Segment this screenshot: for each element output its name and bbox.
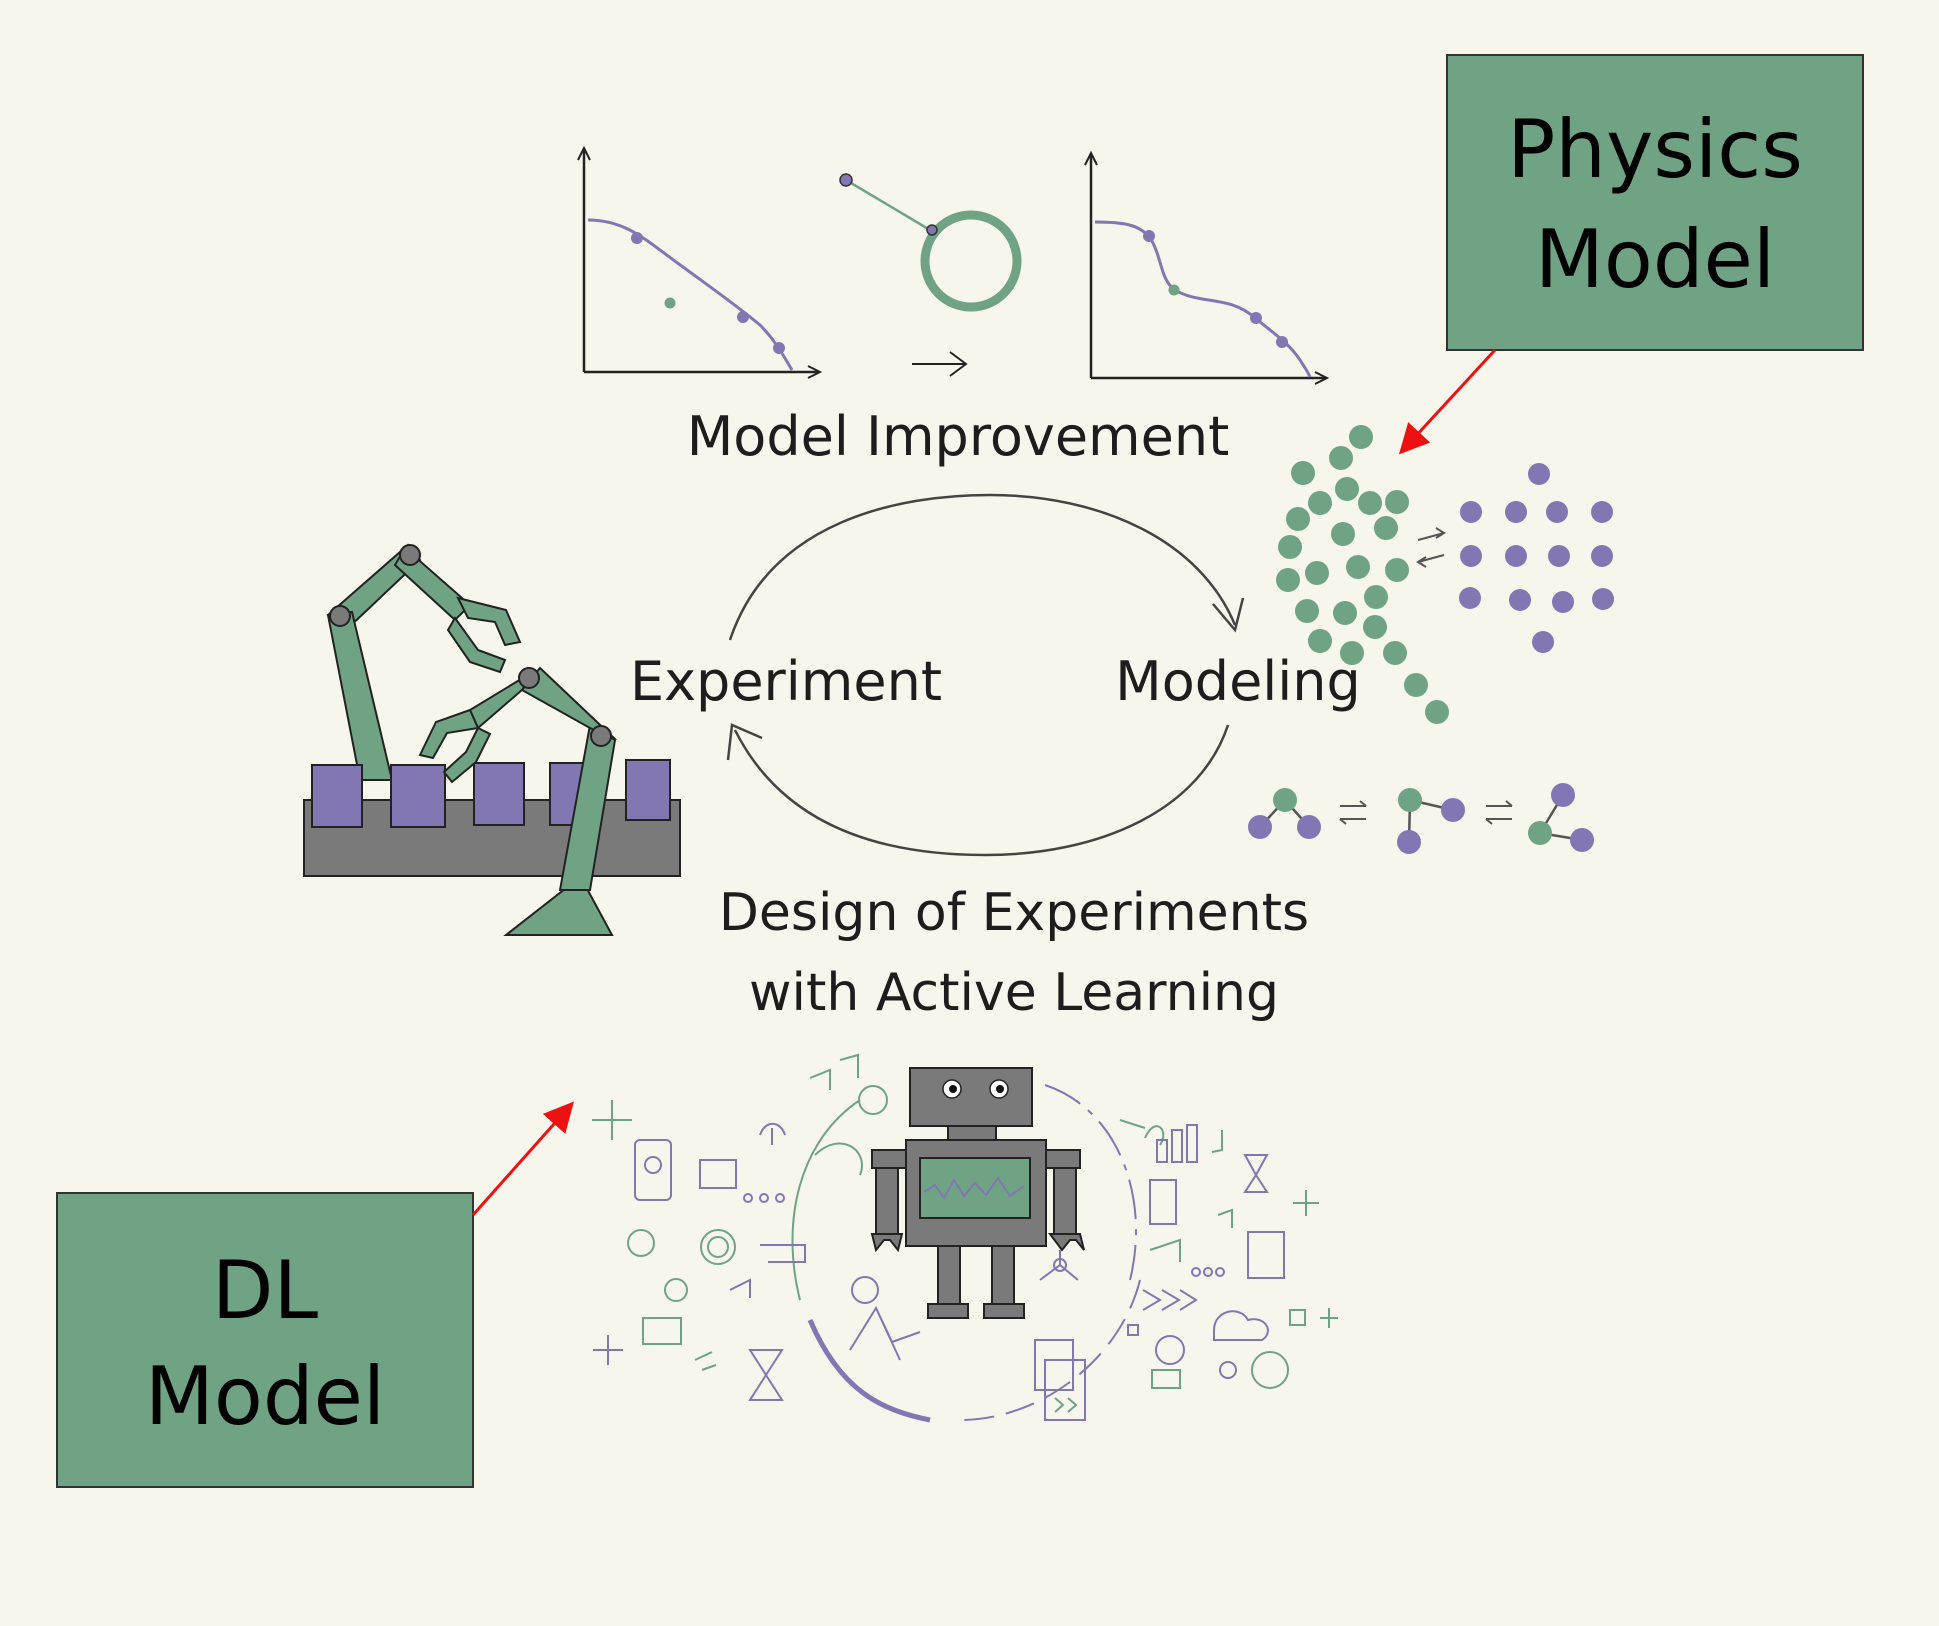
design-label-line2: with Active Learning	[749, 963, 1279, 1023]
plot-after	[1084, 150, 1330, 385]
dl-model-box: DL Model	[56, 1192, 474, 1488]
physics-model-box: Physics Model	[1446, 54, 1864, 351]
modeling-label: Modeling	[1115, 650, 1361, 713]
model-improvement-label: Model Improvement	[687, 405, 1230, 468]
robot-arm-icon	[303, 543, 681, 936]
dl-pointer-arrow	[471, 1101, 574, 1216]
plot-before	[577, 145, 823, 379]
physics-model-line1: Physics	[1507, 103, 1803, 196]
acquisition-icon	[839, 173, 1022, 377]
molecule-icon	[1248, 783, 1594, 854]
robot-icon	[870, 1067, 1085, 1319]
physics-pointer-arrow	[1398, 348, 1497, 455]
dl-model-line1: DL	[212, 1244, 319, 1337]
cycle-arrows	[726, 493, 1245, 857]
particle-cloud-icon	[1276, 425, 1614, 724]
dl-model-line2: Model	[145, 1350, 385, 1443]
design-label-line1: Design of Experiments	[719, 883, 1309, 943]
experiment-label: Experiment	[630, 650, 942, 713]
icon-cloud	[592, 1053, 1338, 1423]
physics-model-line2: Model	[1535, 213, 1775, 306]
